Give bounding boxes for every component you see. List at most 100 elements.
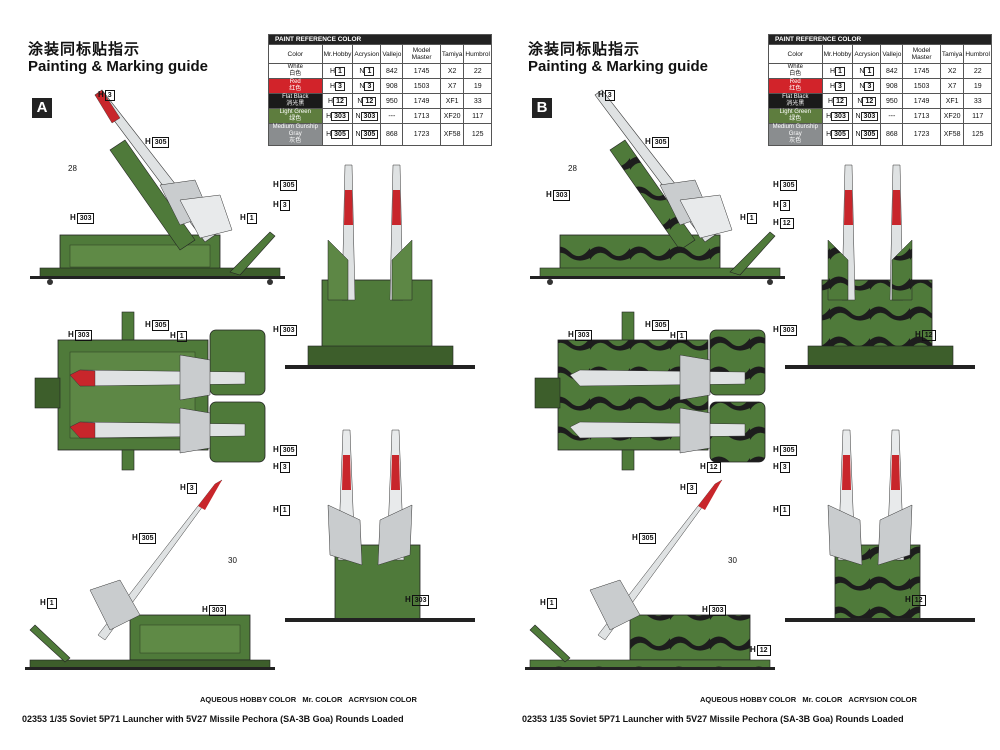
part-number-28: 28: [68, 164, 77, 173]
callout-prefix: H: [540, 598, 546, 607]
callout-code: 305: [138, 533, 157, 544]
callout-code: 1: [279, 505, 290, 516]
callout-code: 303: [74, 330, 93, 341]
callout-prefix: H: [273, 200, 279, 209]
callout-prefix: H: [145, 320, 151, 329]
callout-prefix: H: [70, 213, 76, 222]
callout-code: 1: [779, 505, 790, 516]
launcher-side-view-2: [25, 479, 275, 670]
callout-code: 305: [651, 137, 670, 148]
callout-prefix: H: [773, 445, 779, 454]
color-name-cn: 消光黑: [286, 101, 305, 107]
callout-code: 3: [279, 200, 290, 211]
paint-legend: AQUEOUS HOBBY COLOR Mr. COLOR ACRYSION C…: [700, 695, 917, 704]
paint-legend: AQUEOUS HOBBY COLOR Mr. COLOR ACRYSION C…: [200, 695, 417, 704]
callout-prefix: H: [773, 180, 779, 189]
hobby-code-box: 1: [835, 66, 845, 76]
hobby-code-box: 303: [331, 111, 349, 121]
callout-prefix: H: [145, 137, 151, 146]
paint-reference-table: PAINT REFERENCE COLOR Color Mr.Hobby Acr…: [268, 34, 492, 146]
acry-code-box: 3: [864, 81, 875, 91]
color-name-cn: 灰色: [789, 138, 802, 144]
color-name-en: White: [287, 64, 303, 70]
callout-prefix: H: [546, 190, 552, 199]
callout-code: 303: [552, 190, 571, 201]
color-name-cn: 绿色: [289, 116, 302, 122]
callout-prefix: H: [632, 533, 638, 542]
callout-code: 305: [151, 137, 170, 148]
legend-mr-color: Mr. COLOR: [802, 695, 843, 704]
callout-code: 3: [779, 200, 790, 211]
callout-prefix: H: [773, 462, 779, 471]
callout-code: 303: [208, 605, 227, 616]
callout-code: 305: [151, 320, 170, 331]
callout-code: 305: [638, 533, 657, 544]
callout-prefix: H: [202, 605, 208, 614]
color-name-en: Flat Black: [782, 94, 809, 100]
scheme-badge: A: [32, 98, 52, 118]
callout-code: 12: [911, 595, 926, 606]
drawings-a: [25, 89, 475, 670]
acry-code-box: 303: [860, 111, 879, 121]
model-master-code: 1723: [902, 123, 941, 146]
color-name-cn: 绿色: [789, 116, 802, 122]
callout-code: 303: [708, 605, 727, 616]
callout-code: 1: [176, 331, 187, 342]
hobby-code-box: 305: [831, 130, 849, 139]
callout-prefix: H: [905, 595, 911, 604]
callout-code: 12: [706, 462, 721, 473]
humbrol-code: 125: [463, 123, 492, 146]
color-name-en: Flat Black: [282, 94, 309, 100]
launcher-top-view: [34, 311, 266, 471]
callout-prefix: H: [273, 180, 279, 189]
color-name-en: Light Green: [779, 109, 811, 115]
callout-prefix: H: [680, 483, 686, 492]
title-cn: 涂装同标贴指示: [28, 41, 141, 58]
callout-code: 3: [186, 483, 197, 494]
callout-prefix: H: [273, 325, 279, 334]
callout-prefix: H: [645, 320, 651, 329]
color-name-en: Medium Gunship Gray: [772, 124, 818, 137]
launcher-front-view: [785, 164, 975, 369]
page-a: 涂装同标贴指示 Painting & Marking guide A PAINT…: [10, 0, 500, 750]
title-cn: 涂装同标贴指示: [528, 41, 641, 58]
acry-code-box: 12: [862, 96, 877, 106]
callout-prefix: H: [273, 462, 279, 471]
launcher-side-view-1: [30, 89, 285, 285]
acry-code-box: 305: [860, 130, 879, 139]
callout-prefix: H: [240, 213, 246, 222]
part-number-30: 30: [228, 556, 237, 565]
color-name-en: Medium Gunship Gray: [272, 124, 318, 137]
callout-prefix: H: [98, 90, 104, 99]
acry-code-box: 1: [364, 66, 375, 76]
